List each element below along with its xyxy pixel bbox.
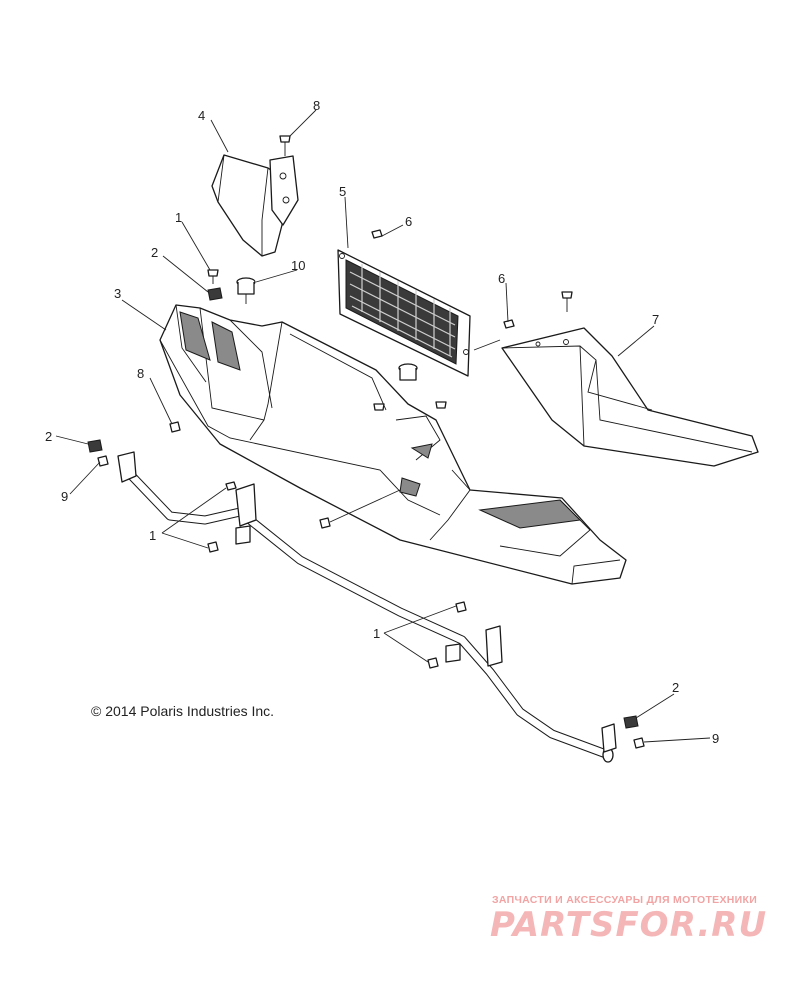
bumper-tube bbox=[117, 451, 617, 763]
screw-1-bar-b bbox=[207, 541, 219, 553]
callout-3: 3 bbox=[114, 286, 121, 301]
screw-1-bar-c bbox=[455, 601, 467, 613]
watermark-tagline: ЗАПЧАСТИ И АКСЕССУАРЫ ДЛЯ МОТОТЕХНИКИ bbox=[492, 894, 758, 906]
callout-2-upper: 2 bbox=[151, 245, 158, 260]
callout-1-right: 1 bbox=[373, 626, 380, 641]
callout-9-left: 9 bbox=[61, 489, 68, 504]
nut-2-left bbox=[87, 439, 103, 453]
part-5-grille bbox=[337, 249, 471, 377]
screw-6-a bbox=[371, 229, 383, 239]
watermark-logo: PARTSFOR.RU bbox=[490, 905, 768, 945]
part-4-side-panel bbox=[211, 154, 299, 257]
knob-10-left bbox=[236, 277, 256, 304]
screw-9-right bbox=[633, 737, 645, 749]
callout-4: 4 bbox=[198, 108, 205, 123]
callout-9-right: 9 bbox=[712, 731, 719, 746]
screw-center-a bbox=[373, 403, 385, 411]
callout-8-top: 8 bbox=[313, 98, 320, 113]
callout-1-left: 1 bbox=[149, 528, 156, 543]
callout-6-a: 6 bbox=[405, 214, 412, 229]
screw-1-upper bbox=[207, 269, 219, 284]
callout-2-left: 2 bbox=[45, 429, 52, 444]
screw-center-b bbox=[435, 401, 447, 409]
callout-10: 10 bbox=[291, 258, 305, 273]
callout-7: 7 bbox=[652, 312, 659, 327]
screw-8-left bbox=[169, 421, 181, 433]
part-3-bumper bbox=[159, 304, 627, 585]
leader-lines bbox=[55, 109, 711, 743]
knob-10-mid bbox=[398, 363, 418, 381]
screw-6-b bbox=[503, 319, 515, 329]
copyright-text: © 2014 Polaris Industries Inc. bbox=[91, 703, 275, 719]
callout-1-upper: 1 bbox=[175, 210, 182, 225]
screw-8-top bbox=[279, 135, 291, 156]
screw-7-top bbox=[561, 291, 573, 312]
callout-8-left: 8 bbox=[137, 366, 144, 381]
part-7-right-panel bbox=[501, 327, 759, 467]
callout-labels: 4 8 5 6 1 2 10 6 3 7 8 2 9 1 1 2 9 bbox=[45, 98, 719, 746]
callout-6-b: 6 bbox=[498, 271, 505, 286]
nut-2-upper bbox=[207, 287, 223, 301]
screw-bumper-low bbox=[319, 517, 331, 529]
screw-1-bar-d bbox=[427, 657, 439, 669]
callout-5: 5 bbox=[339, 184, 346, 199]
nut-2-right bbox=[623, 715, 639, 729]
fasteners bbox=[87, 135, 645, 749]
screw-1-bar-a bbox=[225, 481, 237, 491]
screw-9-left bbox=[97, 455, 109, 467]
callout-2-right: 2 bbox=[672, 680, 679, 695]
